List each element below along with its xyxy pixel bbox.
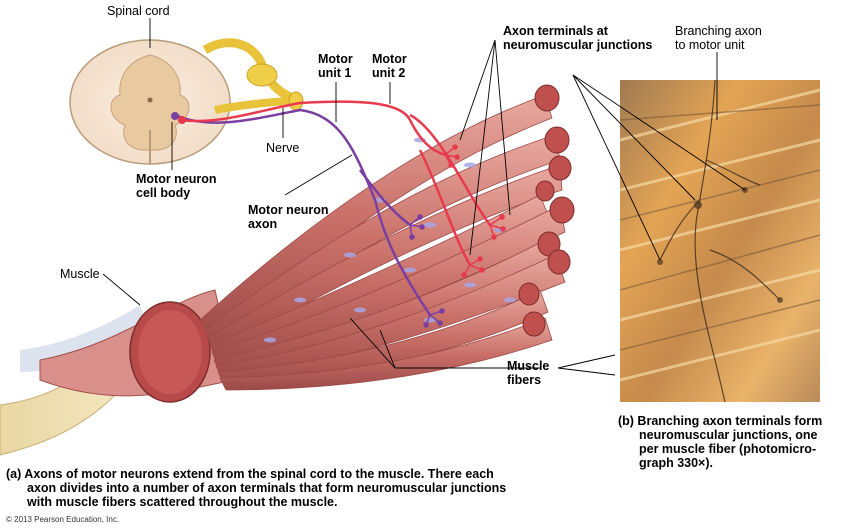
axon-terminals-unit-1 [409, 214, 445, 328]
branching-axon-label: Branching axon to motor unit [675, 24, 762, 52]
motor-neuron-cell-body-label: Motor neuron cell body [136, 172, 217, 200]
muscle-fascia [20, 305, 150, 372]
spinal-cord-label: Spinal cord [107, 4, 170, 18]
caption-a-line2: axon divides into a number of axon termi… [27, 481, 507, 495]
caption-a-line3: with muscle fibers scattered throughout … [27, 495, 338, 509]
motor-neuron-cell-body-1 [171, 112, 179, 120]
caption-b-line2: neuromuscular junctions, one [639, 428, 818, 442]
nerve [202, 38, 304, 114]
motor-unit-2-label: Motor unit 2 [372, 52, 407, 80]
axon-terminals-label-line2: neuromuscular junctions [503, 38, 653, 52]
muscle-fibers-label: Muscle fibers [507, 359, 549, 387]
muscle-fibers [199, 94, 566, 391]
muscle-label: Muscle [60, 267, 100, 281]
motor-neuron-cell-body-label-line2: cell body [136, 186, 191, 200]
caption-a-line1: (a) Axons of motor neurons extend from t… [6, 467, 494, 481]
caption-b-line3: per muscle fiber (photomicro- [639, 442, 817, 456]
muscle-fibers-label-line1: Muscle [507, 359, 550, 373]
motor-unit-2-axon [179, 100, 491, 266]
fiber-ends [518, 84, 575, 337]
axon-terminals-unit-2 [444, 144, 506, 278]
caption-b-line1: (b) Branching axon terminals form [618, 414, 823, 428]
motor-unit-1-axon [174, 108, 432, 316]
caption-b-line4: graph 330×). [639, 456, 713, 470]
muscle-fibers-label-line2: fibers [507, 373, 542, 387]
photomicrograph [619, 79, 821, 403]
leader-lines [102, 18, 746, 376]
axon-terminals-label: Axon terminals at neuromuscular junction… [503, 24, 652, 52]
motor-neuron-axon-label-line2: axon [248, 217, 278, 231]
branching-axon-label-line2: to motor unit [675, 38, 745, 52]
motor-unit-2-label-line1: Motor [372, 52, 407, 66]
motor-neuron-cell-body-label-line1: Motor neuron [136, 172, 217, 186]
nerve-label: Nerve [266, 141, 300, 155]
motor-neuron-cell-body-2 [178, 116, 186, 124]
motor-unit-1-label-line1: Motor [318, 52, 353, 66]
caption-a: (a) Axons of motor neurons extend from t… [6, 467, 506, 509]
spinal-cord [69, 39, 231, 165]
motor-neuron-axon-label-line1: Motor neuron [248, 203, 329, 217]
motor-unit-1-label: Motor unit 1 [318, 52, 353, 80]
caption-b: (b) Branching axon terminals form neurom… [618, 414, 822, 470]
axon-terminals-label-line1: Axon terminals at [503, 24, 608, 38]
motor-neuron-axon-label: Motor neuron axon [248, 203, 329, 231]
motor-unit-1-label-line2: unit 1 [318, 66, 352, 80]
copyright: © 2013 Pearson Education, Inc. [6, 515, 120, 524]
motor-unit-2-label-line2: unit 2 [372, 66, 406, 80]
branching-axon-label-line1: Branching axon [675, 24, 762, 38]
